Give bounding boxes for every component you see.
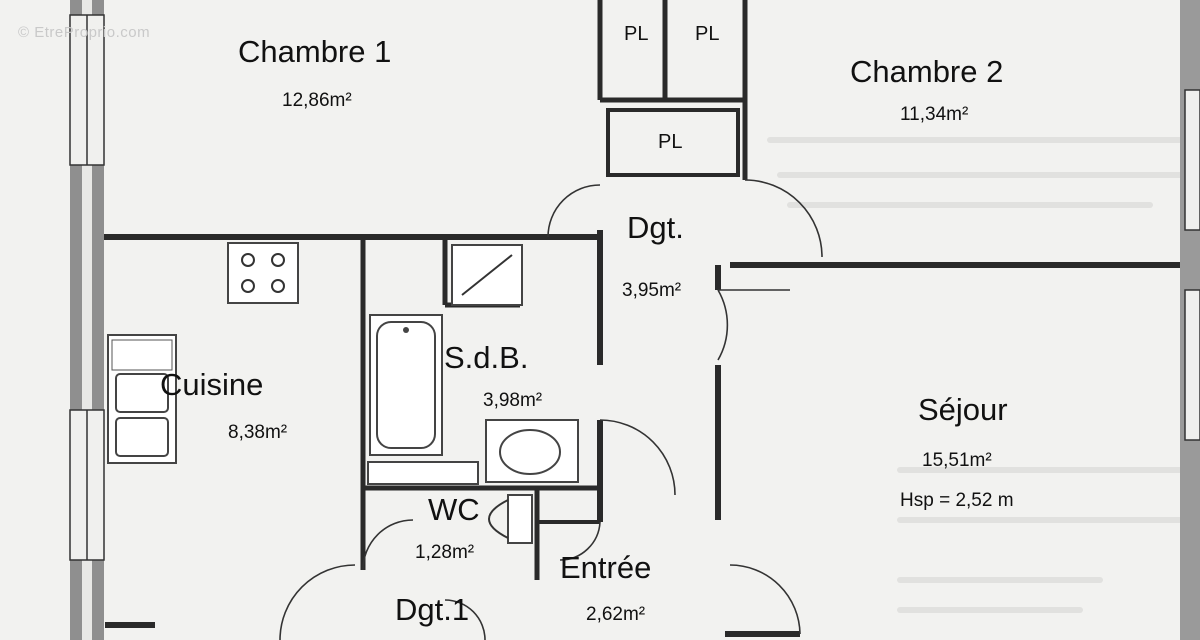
chambre-1-area: 12,86m² <box>282 90 352 111</box>
watermark: © EtreProprio.com <box>18 24 151 41</box>
closet-label-2: PL <box>695 23 719 45</box>
stove <box>227 242 299 304</box>
degagement-label: Dgt. <box>627 210 684 245</box>
closet-label-1: PL <box>624 23 648 45</box>
exterior-walls <box>69 0 1200 640</box>
salle-de-bain-label: S.d.B. <box>444 340 528 375</box>
chambre-2-area: 11,34m² <box>900 104 968 125</box>
entree-label: Entrée <box>560 550 651 585</box>
sejour-area: 15,51m² <box>922 450 992 471</box>
closet-label-3: PL <box>658 131 682 153</box>
salle-de-bain-area: 3,98m² <box>483 390 542 411</box>
shower <box>451 244 523 306</box>
door-swings <box>279 179 823 640</box>
entree-area: 2,62m² <box>586 604 645 625</box>
toilet <box>488 494 533 544</box>
chambre-2-label: Chambre 2 <box>850 54 1003 89</box>
wc-label: WC <box>428 492 480 527</box>
degagement-1-label: Dgt.1 <box>395 592 469 627</box>
cuisine-label: Cuisine <box>160 367 263 402</box>
cuisine-area: 8,38m² <box>228 422 287 443</box>
bathtub <box>369 314 443 456</box>
chambre-1-label: Chambre 1 <box>238 34 391 69</box>
background-scan-lines <box>767 137 1193 613</box>
sejour-label: Séjour <box>918 392 1008 427</box>
wc-area: 1,28m² <box>415 542 474 563</box>
bath-shelf <box>367 461 479 485</box>
sejour-ceiling-height: Hsp = 2,52 m <box>900 490 1014 511</box>
interior-walls <box>104 0 1180 637</box>
kitchen-sink <box>107 334 177 464</box>
degagement-area: 3,95m² <box>622 280 681 301</box>
washbasin <box>485 419 579 483</box>
